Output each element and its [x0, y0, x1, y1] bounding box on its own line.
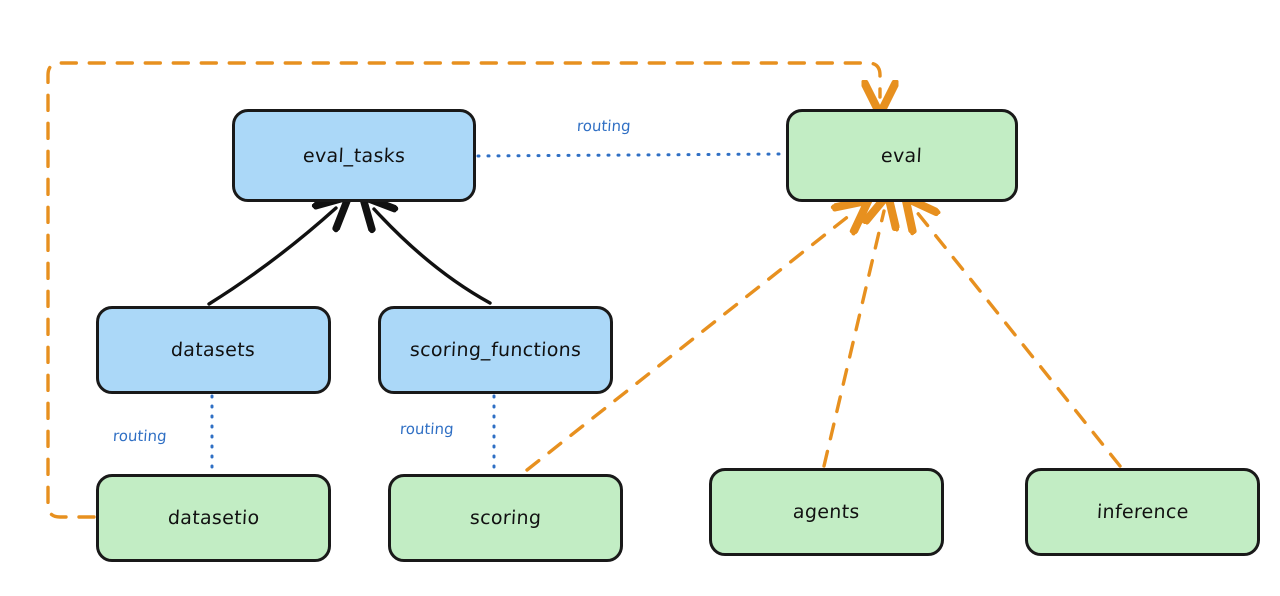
- edge-label-routing-scoring: routing: [399, 420, 455, 438]
- node-label: agents: [792, 501, 861, 523]
- node-label: datasets: [170, 339, 257, 361]
- edge-agents-eval: [822, 211, 884, 468]
- node-label: scoring: [469, 507, 542, 529]
- edge-inference-eval: [916, 211, 1122, 468]
- edge-datasets-eval-tasks: [207, 208, 336, 306]
- node-label: eval_tasks: [302, 144, 406, 167]
- node-label: scoring_functions: [409, 339, 582, 361]
- node-label: datasetio: [167, 507, 260, 529]
- node-scoring[interactable]: scoring: [388, 474, 623, 562]
- edge-routing-eval-tasks-eval: [476, 152, 786, 158]
- edge-label-routing-datasetio: routing: [112, 427, 168, 445]
- node-label: inference: [1096, 501, 1189, 523]
- edge-scoring-eval: [525, 211, 855, 472]
- edge-scoring-functions-eval-tasks: [374, 209, 492, 305]
- node-eval[interactable]: eval: [786, 109, 1018, 202]
- edge-datasetio-eval: [46, 61, 880, 519]
- node-agents[interactable]: agents: [709, 468, 944, 556]
- node-label: eval: [880, 144, 924, 167]
- node-datasets[interactable]: datasets: [96, 306, 331, 394]
- node-inference[interactable]: inference: [1025, 468, 1260, 556]
- node-datasetio[interactable]: datasetio: [96, 474, 331, 562]
- node-scoring-functions[interactable]: scoring_functions: [378, 306, 613, 394]
- edge-label-routing-eval: routing: [576, 117, 632, 135]
- node-eval-tasks[interactable]: eval_tasks: [232, 109, 476, 202]
